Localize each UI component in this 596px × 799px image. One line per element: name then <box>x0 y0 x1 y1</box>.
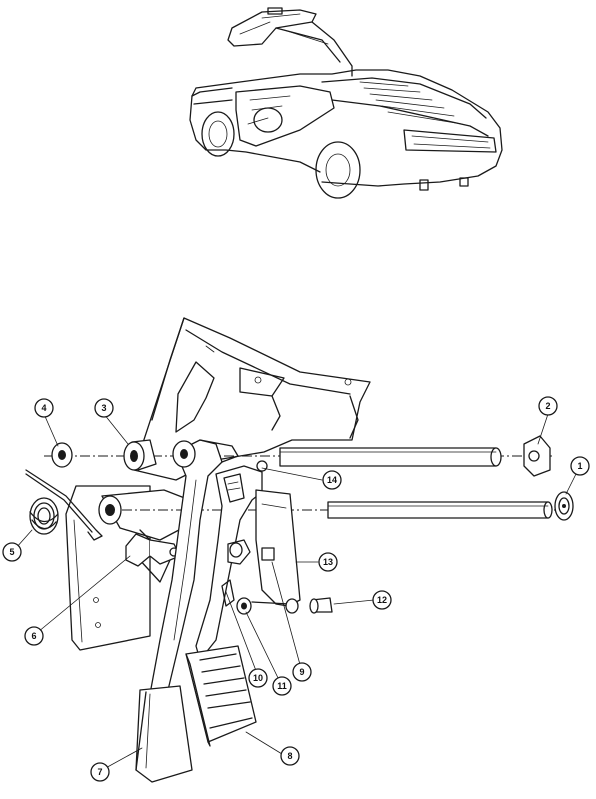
callout-13: 13 <box>318 552 338 572</box>
svg-text:13: 13 <box>323 557 333 567</box>
pedal-box-assembly <box>25 317 574 783</box>
callout-7: 7 <box>90 762 110 782</box>
callouts: 1 2 3 4 5 6 7 8 <box>2 396 590 782</box>
callout-9: 9 <box>292 662 312 682</box>
svg-text:4: 4 <box>41 403 46 413</box>
callout-1: 1 <box>570 456 590 476</box>
leader-lines <box>15 413 581 771</box>
callout-2: 2 <box>538 396 558 416</box>
svg-text:1: 1 <box>577 461 582 471</box>
callout-11: 11 <box>272 676 292 696</box>
svg-text:5: 5 <box>9 547 14 557</box>
callout-5: 5 <box>2 542 22 562</box>
callout-3: 3 <box>94 398 114 418</box>
pedal-lever-left <box>149 439 239 695</box>
svg-text:11: 11 <box>277 681 287 691</box>
callout-14: 14 <box>322 470 342 490</box>
pedal-lever-right <box>195 460 268 661</box>
svg-text:14: 14 <box>327 475 337 485</box>
svg-text:12: 12 <box>377 595 387 605</box>
pedal-pad-large <box>135 685 193 783</box>
svg-text:3: 3 <box>101 403 106 413</box>
pedal-pad-ribbed <box>185 645 257 747</box>
car-locator-illustration <box>189 7 503 199</box>
svg-text:6: 6 <box>31 631 36 641</box>
callout-12: 12 <box>372 590 392 610</box>
callout-10: 10 <box>248 668 268 688</box>
callout-6: 6 <box>24 626 44 646</box>
svg-text:9: 9 <box>299 667 304 677</box>
svg-text:2: 2 <box>545 401 550 411</box>
callout-4: 4 <box>34 398 54 418</box>
svg-text:10: 10 <box>253 673 263 683</box>
svg-text:7: 7 <box>97 767 102 777</box>
svg-text:8: 8 <box>287 751 292 761</box>
callout-8: 8 <box>280 746 300 766</box>
return-spring <box>25 469 103 541</box>
